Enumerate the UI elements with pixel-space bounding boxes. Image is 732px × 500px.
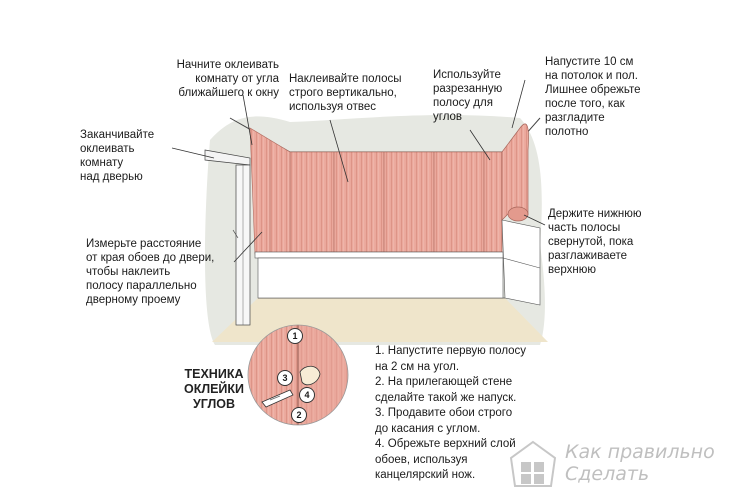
step-2: 2. На прилегающей стене сделайте такой ж… <box>375 376 517 404</box>
step-4: 4. Обрежьте верхний слой обоев, использу… <box>375 438 516 481</box>
note-start-corner: Начните оклеивать комнату от угла ближай… <box>176 59 279 99</box>
note-hold-rolled: Держите нижнюю часть полосы свернутой, п… <box>548 208 642 276</box>
corner-technique-title: ТЕХНИКА ОКЛЕЙКИ УГЛОВ <box>183 367 245 411</box>
marker-1: 1 <box>287 328 303 344</box>
watermark-line1: Как правильно <box>565 441 715 463</box>
note-overlap: Напустите 10 см на потолок и пол. Лишнее… <box>545 56 641 138</box>
note-finish-door: Заканчивайте оклеивать комнату над дверь… <box>80 129 155 183</box>
step-1: 1. Напустите первую полосу на 2 см на уг… <box>375 345 527 373</box>
watermark-logo-icon <box>509 440 557 487</box>
watermark-line2: Сделать <box>565 463 650 485</box>
note-vertical: Наклеивайте полосы строго вертикально, и… <box>289 73 402 113</box>
back-wall-wallpaper <box>289 151 503 253</box>
floor <box>212 298 548 342</box>
marker-3: 3 <box>277 370 293 386</box>
watermark: Как правильно Сделать <box>507 438 722 490</box>
note-measure-door: Измерьте расстояние от края обоев до две… <box>86 238 215 306</box>
marker-4: 4 <box>299 387 315 403</box>
note-cut-strip: Используйте разрезанную полосу для углов <box>433 69 503 123</box>
corner-steps: 1. Напустите первую полосу на 2 см на уг… <box>375 344 575 484</box>
marker-2: 2 <box>291 407 307 423</box>
step-3: 3. Продавите обои строго до касания с уг… <box>375 407 513 435</box>
door-frame <box>204 149 251 326</box>
leader-lines <box>171 79 546 263</box>
